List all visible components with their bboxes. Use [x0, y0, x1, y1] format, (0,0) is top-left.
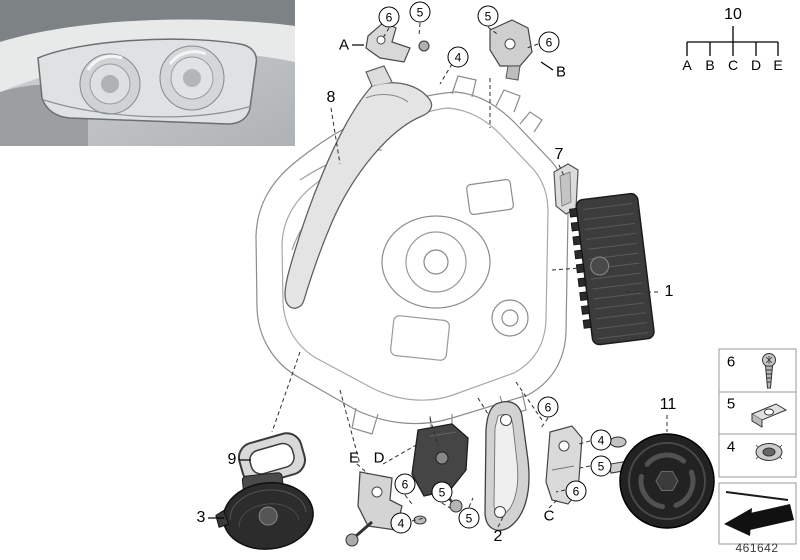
callout-part-2[interactable]: 2: [493, 528, 503, 545]
torx-screw-icon: [762, 353, 776, 389]
legend-item-4-label[interactable]: 4: [726, 438, 736, 456]
sheet-metal-clip-nut-icon: [750, 403, 788, 428]
callout-letter-e-bottom[interactable]: E: [348, 449, 360, 467]
replacement-part-arrow-box[interactable]: [718, 482, 797, 545]
legend-item-6-label[interactable]: 6: [726, 353, 736, 371]
bracket-partB: [489, 19, 533, 81]
fastener-callout-6-bottom-right-bottom[interactable]: 6: [565, 480, 587, 502]
bracket-partA: [365, 21, 430, 63]
fastener-callout-5-bottom-mid[interactable]: 5: [458, 507, 480, 529]
fastener-callout-4-bottom-left[interactable]: 4: [390, 512, 412, 534]
group10-letter-b[interactable]: B: [705, 57, 715, 73]
bracket-partE: [345, 471, 403, 547]
fastener-callout-5-bracketB[interactable]: 5: [477, 5, 499, 27]
bracket-partD: [411, 423, 469, 513]
group10-letter-a[interactable]: A: [682, 57, 692, 73]
round-push-nut-icon: [755, 443, 783, 461]
fastener-callout-6-bracketA[interactable]: 6: [378, 6, 400, 28]
fastener-callout-5-bottom-left[interactable]: 5: [431, 481, 453, 503]
replacement-arrow-icon: [746, 504, 794, 530]
callout-letter-a-top[interactable]: A: [338, 36, 350, 54]
fastener-callout-5-bottom-right[interactable]: 5: [590, 455, 612, 477]
vehicle-headlight-photo: [0, 0, 295, 146]
group10-bracket: [686, 26, 779, 56]
fastener-callout-6-bottom-right-top[interactable]: 6: [537, 396, 559, 418]
callout-part-8[interactable]: 8: [326, 89, 336, 106]
diagram-code: 461642: [735, 541, 779, 555]
group10-letter-c[interactable]: C: [727, 57, 739, 73]
fastener-callout-4-bottom-right[interactable]: 4: [590, 429, 612, 451]
fastener-callout-6-bottom-left[interactable]: 6: [394, 473, 416, 495]
trim-strip-part7: [553, 163, 579, 215]
bracket-part2: [484, 401, 530, 531]
legend-item-5-label[interactable]: 5: [726, 395, 736, 413]
callout-part-3[interactable]: 3: [196, 509, 206, 526]
callout-part-11[interactable]: 11: [659, 396, 677, 413]
sealing-cap-part11: [619, 433, 715, 529]
led-module-part3: [215, 472, 314, 550]
gasket-ring-part9: [237, 432, 306, 486]
callout-letter-d-bottom[interactable]: D: [373, 449, 385, 467]
leader-lines: [271, 22, 668, 528]
fastener-legend-box: [718, 348, 797, 478]
fastener-callout-4-bracketA[interactable]: 4: [447, 46, 469, 68]
callout-part-9[interactable]: 9: [227, 451, 237, 468]
callout-part-1[interactable]: 1: [664, 283, 674, 300]
callout-part-7[interactable]: 7: [554, 146, 564, 163]
group10-letter-e[interactable]: E: [773, 57, 783, 73]
fastener-callout-5-bracketA[interactable]: 5: [409, 1, 431, 23]
led-driver-module-part1: [569, 192, 655, 346]
fastener-callout-6-bracketB[interactable]: 6: [538, 31, 560, 53]
callout-letter-b-top[interactable]: B: [555, 63, 567, 81]
gasket-strip-part8: [284, 65, 433, 309]
callout-letter-c-bottom[interactable]: C: [543, 507, 555, 525]
callout-part-10[interactable]: 10: [724, 6, 742, 23]
solid-leader-lines: [208, 44, 554, 519]
group10-letter-d[interactable]: D: [750, 57, 762, 73]
